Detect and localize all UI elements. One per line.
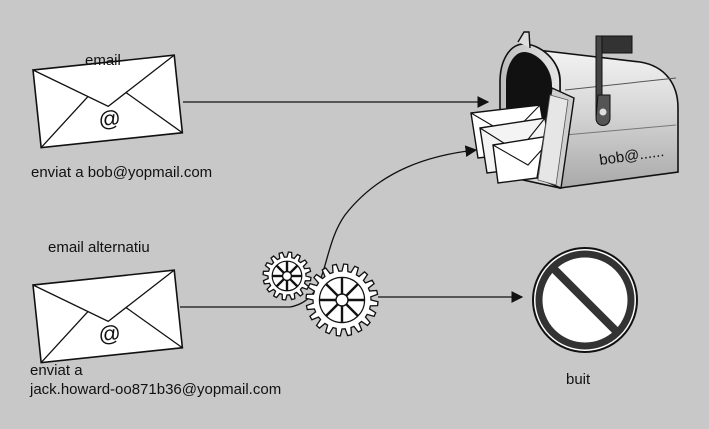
prohibited-icon (532, 247, 638, 353)
email-recipient: enviat a bob@yopmail.com (31, 164, 213, 181)
envelope-at-symbol: @ (97, 105, 122, 132)
mailbox-icon: bob@...... (470, 31, 679, 189)
envelope-icon: @ (32, 54, 184, 149)
gear-icon (305, 263, 379, 337)
empty-label: buit (566, 371, 591, 388)
alternative-email-title: email alternatiu (48, 239, 150, 256)
envelope-at-symbol: @ (97, 320, 122, 347)
alternative-recipient-line1: enviat a (30, 362, 83, 379)
email-title: email (85, 52, 121, 69)
alternative-recipient-line2: jack.howard-oo871b36@yopmail.com (30, 381, 282, 398)
envelope-icon: @ (32, 269, 184, 364)
gear-icon (262, 251, 312, 301)
